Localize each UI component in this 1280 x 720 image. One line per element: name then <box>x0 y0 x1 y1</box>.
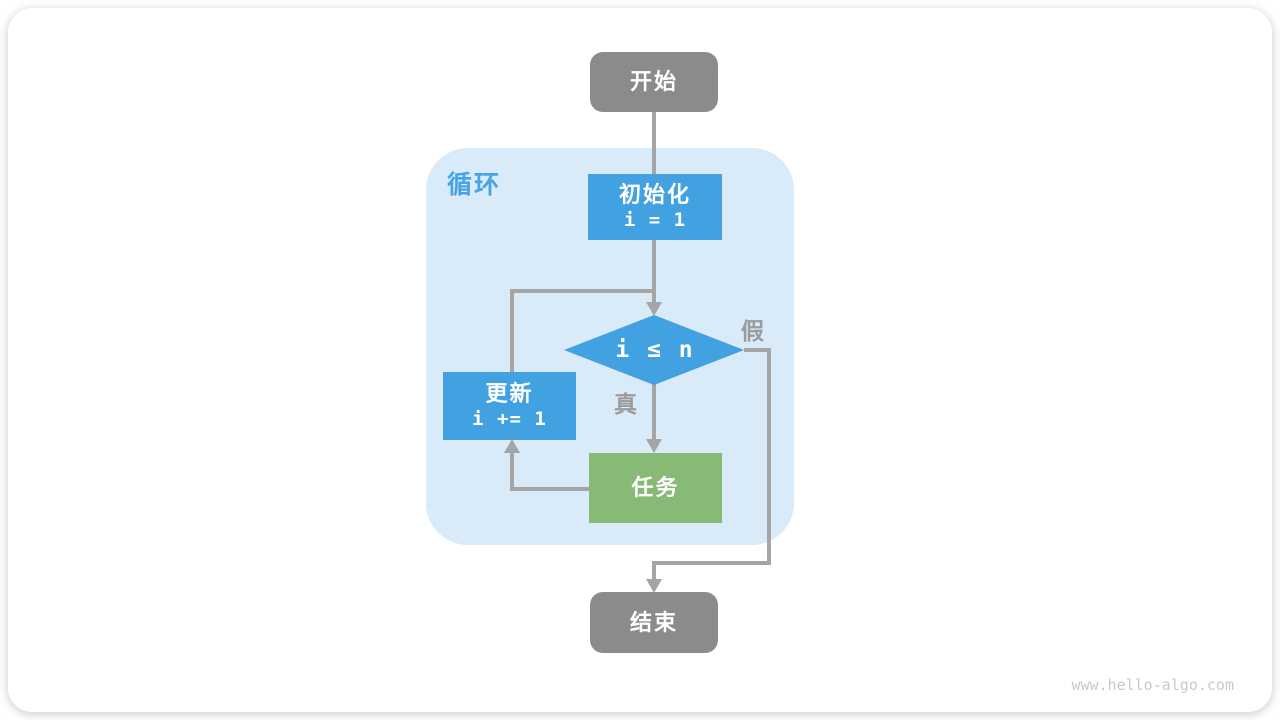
node-update: 更新 i += 1 <box>443 372 576 440</box>
node-init: 初始化 i = 1 <box>588 174 722 240</box>
node-start-label: 开始 <box>629 69 678 95</box>
node-update-label: 更新 <box>485 381 534 407</box>
condition-diamond-shape <box>564 315 744 385</box>
arrowhead-into-update <box>504 439 520 453</box>
node-end: 结束 <box>590 592 718 653</box>
arrowhead-into-end <box>646 579 662 593</box>
node-end-label: 结束 <box>629 609 678 635</box>
branch-false-label: 假 <box>741 318 764 344</box>
node-task-label: 任务 <box>631 475 680 501</box>
arrow-false-to-end <box>652 348 771 580</box>
arrowhead-into-condition <box>646 302 662 316</box>
node-start: 开始 <box>590 52 718 112</box>
arrow-update-loopback <box>510 289 654 373</box>
branch-true-label: 真 <box>614 391 637 417</box>
arrow-task-to-update <box>510 452 589 491</box>
arrowhead-into-task <box>646 439 662 453</box>
node-init-code: i = 1 <box>623 208 687 231</box>
node-task: 任务 <box>589 453 722 523</box>
node-init-label: 初始化 <box>618 182 691 208</box>
node-condition-label: i ≤ n <box>615 337 695 363</box>
node-update-code: i += 1 <box>472 407 547 430</box>
watermark: www.hello-algo.com <box>1071 676 1234 694</box>
loop-label: 循环 <box>447 171 502 199</box>
